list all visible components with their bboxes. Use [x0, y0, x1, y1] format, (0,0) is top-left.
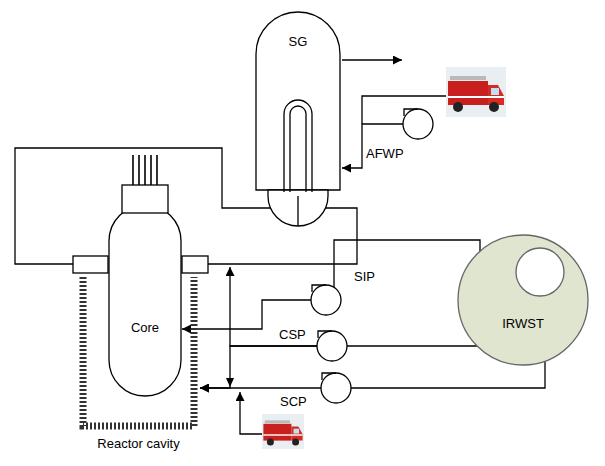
vessel-nozzle	[182, 256, 208, 273]
node-label: IRWST	[502, 316, 544, 331]
u-tube	[284, 100, 312, 192]
node-label: AFWP	[366, 146, 404, 161]
truck-feed-line	[240, 392, 262, 434]
tank-ring	[458, 235, 588, 365]
reactor-cavity: Reactor cavity	[77, 277, 200, 432]
reactor-vessel-outline	[108, 155, 182, 397]
pump: AFWP	[398, 104, 438, 144]
pump-outline	[312, 326, 352, 366]
control-rod	[144, 155, 146, 185]
pipe-connector	[334, 240, 480, 287]
control-rod	[156, 155, 158, 185]
pump-casing	[403, 109, 433, 139]
pipe-connector	[200, 387, 321, 388]
reactor-vessel: Core	[108, 155, 182, 397]
sg-shell	[256, 12, 340, 190]
node-label: SG	[289, 34, 308, 49]
water-tank-outline	[457, 234, 589, 366]
pipe-connector	[347, 345, 477, 346]
reactor-cavity-outline	[77, 277, 200, 432]
u-tube	[290, 106, 306, 192]
node-label: CSP	[279, 327, 306, 342]
pump: SIP	[306, 280, 346, 320]
pump-outlet	[312, 285, 326, 292]
pump: SCP	[316, 368, 356, 408]
pipe-connector	[200, 346, 317, 388]
fire-truck	[446, 67, 506, 117]
pipe-connector	[342, 124, 403, 168]
pump-casing	[311, 285, 341, 315]
arrow-head	[226, 378, 234, 387]
pump-casing	[317, 331, 347, 361]
pipe-connector	[230, 267, 317, 346]
steam-outlet	[342, 59, 402, 60]
pump-outline	[306, 280, 346, 320]
pump-casing	[321, 373, 351, 403]
water-tank: IRWST	[457, 234, 589, 366]
pump-outline	[398, 104, 438, 144]
pump-outlet	[404, 109, 418, 116]
pump-outlet	[322, 373, 336, 380]
cavity-wall	[83, 277, 194, 426]
pump-outlet	[318, 331, 332, 338]
vessel-body	[109, 205, 181, 396]
pump-outline	[316, 368, 356, 408]
vessel-nozzle	[73, 256, 108, 273]
node-label: SIP	[354, 269, 375, 284]
sg-nozzle	[254, 196, 342, 226]
steam-generator: SG	[254, 10, 342, 236]
pipe-connector	[182, 300, 311, 329]
node-label: Reactor cavity	[97, 436, 179, 451]
control-rod	[132, 155, 134, 185]
vessel-head	[122, 185, 168, 213]
fire-truck	[262, 414, 304, 449]
control-rod	[150, 155, 152, 185]
control-rod	[138, 155, 140, 185]
node-label: SCP	[280, 394, 307, 409]
node-label: Core	[131, 320, 159, 335]
tank-hole	[516, 248, 564, 296]
pump: CSP	[312, 326, 352, 366]
